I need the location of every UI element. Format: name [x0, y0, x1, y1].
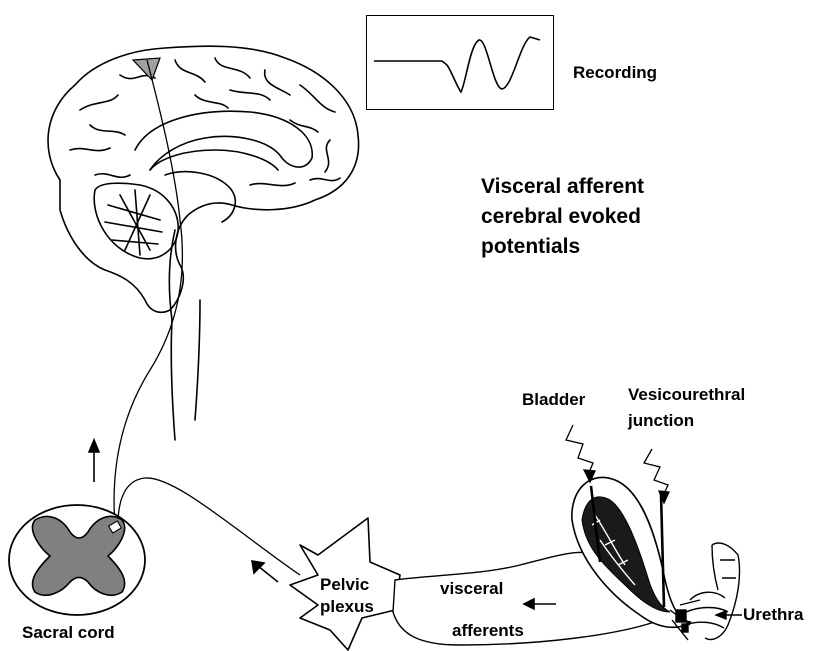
arrow-upleft-icon — [252, 561, 278, 582]
vesicourethral-label-line1: Vesicourethral — [628, 384, 745, 406]
bladder-label: Bladder — [522, 389, 585, 411]
afferent-pathway-line — [114, 60, 182, 525]
afferents-label: afferents — [452, 620, 524, 642]
junction-stimulus-icon — [644, 449, 669, 503]
brain-illustration — [48, 46, 359, 440]
bladder-stimulus-icon — [566, 425, 595, 482]
spinal-cord — [171, 320, 175, 440]
arrow-up-icon — [89, 440, 99, 482]
title-line-1: Visceral afferent — [481, 172, 644, 202]
cerebellum — [94, 183, 178, 259]
urethra-label: Urethra — [743, 604, 803, 626]
pelvic-plexus-label-line1: Pelvic — [320, 574, 369, 596]
title-line-2: cerebral evoked — [481, 202, 644, 232]
recording-label: Recording — [573, 62, 657, 84]
pelvic-plexus-label-line2: plexus — [320, 596, 374, 618]
vesicourethral-label-line2: junction — [628, 410, 694, 432]
sacral-cord-illustration — [9, 505, 145, 615]
urethra-pointer-icon — [716, 611, 742, 619]
title-line-3: potentials — [481, 232, 644, 262]
sacral-cord-label: Sacral cord — [22, 622, 115, 644]
diagram-title: Visceral afferent cerebral evoked potent… — [481, 172, 644, 262]
visceral-label: visceral — [440, 578, 503, 600]
recording-box — [366, 15, 554, 110]
